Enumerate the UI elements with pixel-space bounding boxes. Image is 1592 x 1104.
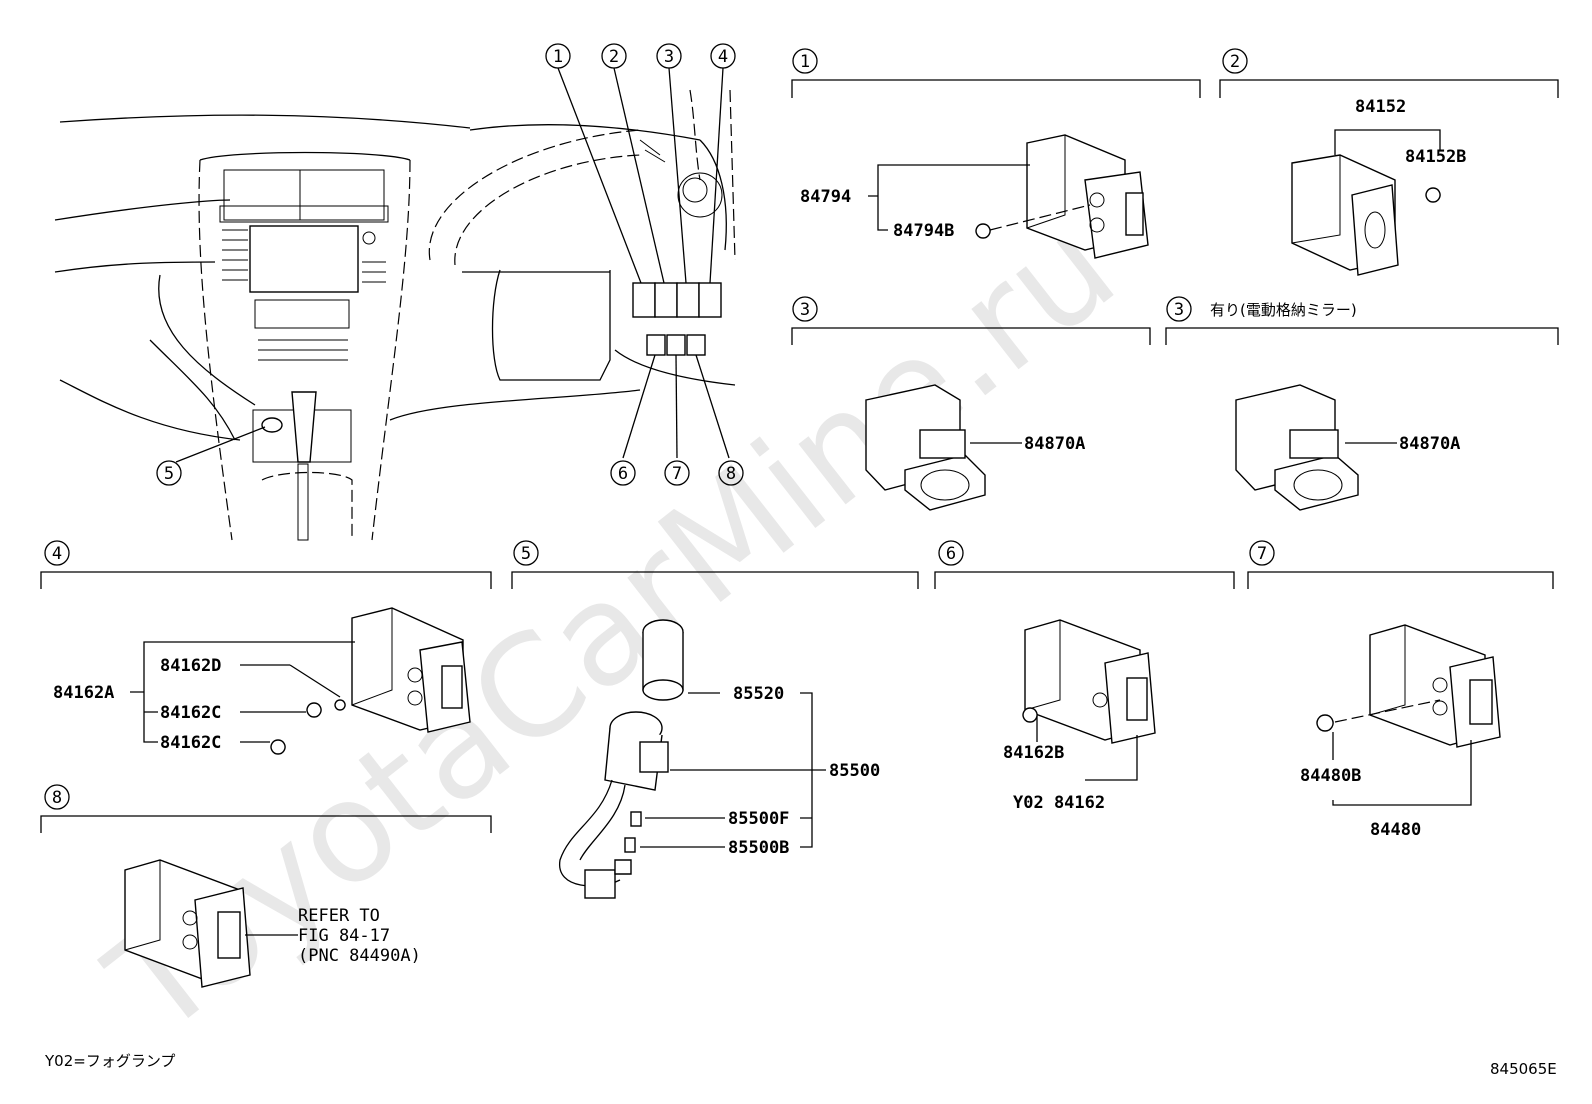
section-3b: 3 有り(電動格納ミラー) 84870A	[1165, 296, 1559, 511]
callout-6: 6	[610, 460, 636, 486]
mirror-switch-b	[1235, 384, 1359, 511]
svg-text:2: 2	[1230, 52, 1240, 72]
part-84162B: 84162B	[1003, 743, 1064, 763]
switch-84162A	[351, 607, 471, 733]
callout-4: 4	[710, 43, 736, 69]
section-8: 8 REFER TO FIG 84-17 (PNC 84490A)	[40, 784, 492, 988]
refer-line-2: FIG 84-17	[298, 926, 390, 946]
cigarette-lighter	[559, 619, 684, 899]
svg-text:3: 3	[1174, 300, 1184, 320]
svg-text:4: 4	[718, 47, 728, 67]
part-84162D: 84162D	[160, 656, 221, 676]
part-84162C-2: 84162C	[160, 733, 221, 753]
dashboard-overview: 1 2 3 4 5 6 7 8	[54, 43, 744, 541]
svg-text:5: 5	[521, 544, 531, 564]
section-3a: 3 84870A	[791, 296, 1151, 511]
part-85500B: 85500B	[728, 838, 789, 858]
refer-line-3: (PNC 84490A)	[298, 946, 421, 966]
switch-84152	[1291, 154, 1399, 276]
part-84162C-1: 84162C	[160, 703, 221, 723]
mirror-switch-a	[865, 384, 986, 511]
figure-code: 845065E	[1490, 1060, 1557, 1078]
svg-text:4: 4	[52, 544, 62, 564]
switch-84162	[1024, 619, 1156, 744]
part-85520: 85520	[733, 684, 784, 704]
section-3b-note: 有り(電動格納ミラー)	[1210, 301, 1357, 319]
part-85500: 85500	[829, 761, 880, 781]
part-84162A: 84162A	[53, 683, 114, 703]
svg-text:7: 7	[672, 464, 682, 484]
part-84152B: 84152B	[1405, 147, 1466, 167]
section-5: 5 85520 85500 85500F 85500B	[511, 540, 919, 899]
section-2: 2 84152 84152B	[1219, 48, 1559, 276]
switch-84480	[1369, 624, 1501, 748]
refer-line-1: REFER TO	[298, 906, 380, 926]
part-84152: 84152	[1355, 97, 1406, 117]
legend-note: Y02=フォグランプ	[44, 1052, 175, 1070]
part-84870A-a: 84870A	[1024, 434, 1085, 454]
callout-2: 2	[601, 43, 627, 69]
svg-text:2: 2	[609, 47, 619, 67]
part-84870A-b: 84870A	[1399, 434, 1460, 454]
svg-text:7: 7	[1257, 544, 1267, 564]
part-84794: 84794	[800, 187, 851, 207]
svg-text:1: 1	[800, 52, 810, 72]
switch-84794	[1026, 134, 1149, 259]
svg-text:5: 5	[164, 464, 174, 484]
callout-7: 7	[664, 460, 690, 486]
svg-text:3: 3	[664, 47, 674, 67]
section-6: 6 84162B Y02 84162	[934, 540, 1235, 813]
svg-text:6: 6	[618, 464, 628, 484]
part-Y02-84162: Y02 84162	[1013, 793, 1105, 813]
svg-text:6: 6	[946, 544, 956, 564]
svg-text:8: 8	[726, 464, 736, 484]
callout-8: 8	[718, 460, 744, 486]
part-84480B: 84480B	[1300, 766, 1361, 786]
callout-3: 3	[656, 43, 682, 69]
section-7: 7 84480B 84480	[1247, 540, 1554, 840]
part-84480: 84480	[1370, 820, 1421, 840]
switch-refer-84490A	[124, 859, 251, 988]
section-1: 1 84794 84794B	[791, 48, 1201, 259]
callout-5: 5	[156, 460, 182, 486]
svg-text:3: 3	[800, 300, 810, 320]
svg-text:8: 8	[52, 788, 62, 808]
part-85500F: 85500F	[728, 809, 789, 829]
section-4: 4 84162A 84162D 84162C 84162C	[40, 540, 492, 755]
part-84794B: 84794B	[893, 221, 954, 241]
callout-1: 1	[545, 43, 571, 69]
svg-text:1: 1	[553, 47, 563, 67]
